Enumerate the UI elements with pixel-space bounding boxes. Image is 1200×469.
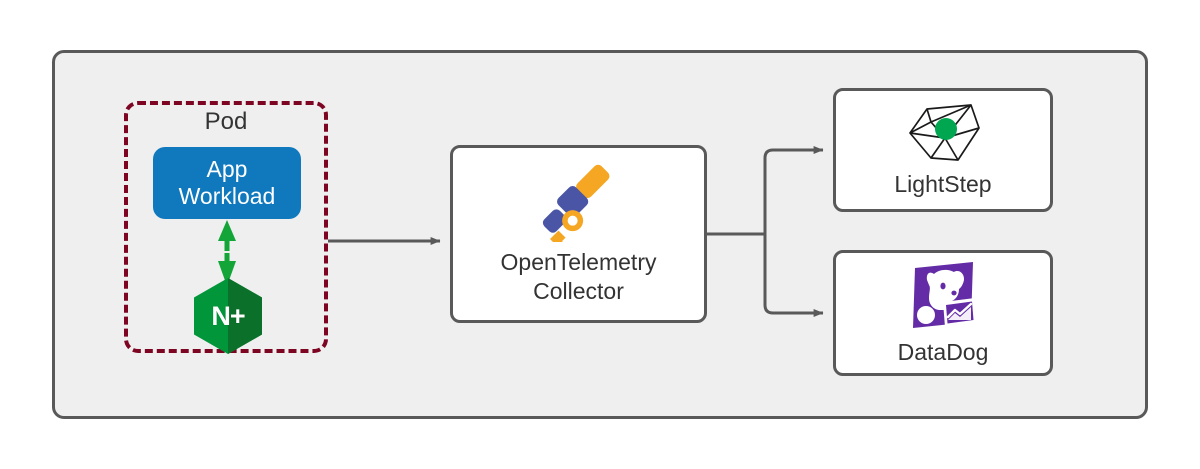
opentelemetry-telescope-icon [542, 164, 609, 242]
node-opentelemetry-collector[interactable]: OpenTelemetry Collector [450, 145, 707, 323]
otel-collector-label: OpenTelemetry Collector [501, 248, 657, 306]
node-datadog[interactable]: DataDog [833, 250, 1053, 376]
node-lightstep[interactable]: LightStep [833, 88, 1053, 212]
lightstep-polyhedron-icon [909, 104, 980, 161]
pod-label: Pod [204, 108, 248, 135]
datadog-nose [951, 290, 957, 296]
datadog-dog-icon [913, 262, 977, 328]
arrow-shaft-upper [224, 239, 230, 251]
arrowhead-up-icon [218, 220, 236, 241]
lightstep-label: LightStep [894, 171, 992, 197]
datadog-label: DataDog [897, 339, 989, 365]
nginx-plus-label: N+ [211, 300, 245, 331]
edge-nginx-to-app-workload [218, 220, 236, 286]
datadog-chart-tile [943, 298, 977, 327]
lightstep-green-dot [935, 118, 957, 140]
datadog-eye [940, 282, 946, 290]
node-nginx-plus[interactable]: N+ [192, 277, 264, 355]
node-app-workload[interactable]: App Workload [153, 147, 301, 219]
nginx-plus-hexagon-icon [194, 278, 262, 354]
otel-collector-label-line1: OpenTelemetry [500, 249, 657, 275]
app-workload-label-line2: Workload [178, 183, 276, 209]
otel-collector-label-line2: Collector [533, 278, 624, 304]
app-workload-label-line1: App [206, 156, 248, 182]
arrowhead-down-icon [218, 261, 236, 286]
arrow-shaft-lower [224, 253, 230, 265]
